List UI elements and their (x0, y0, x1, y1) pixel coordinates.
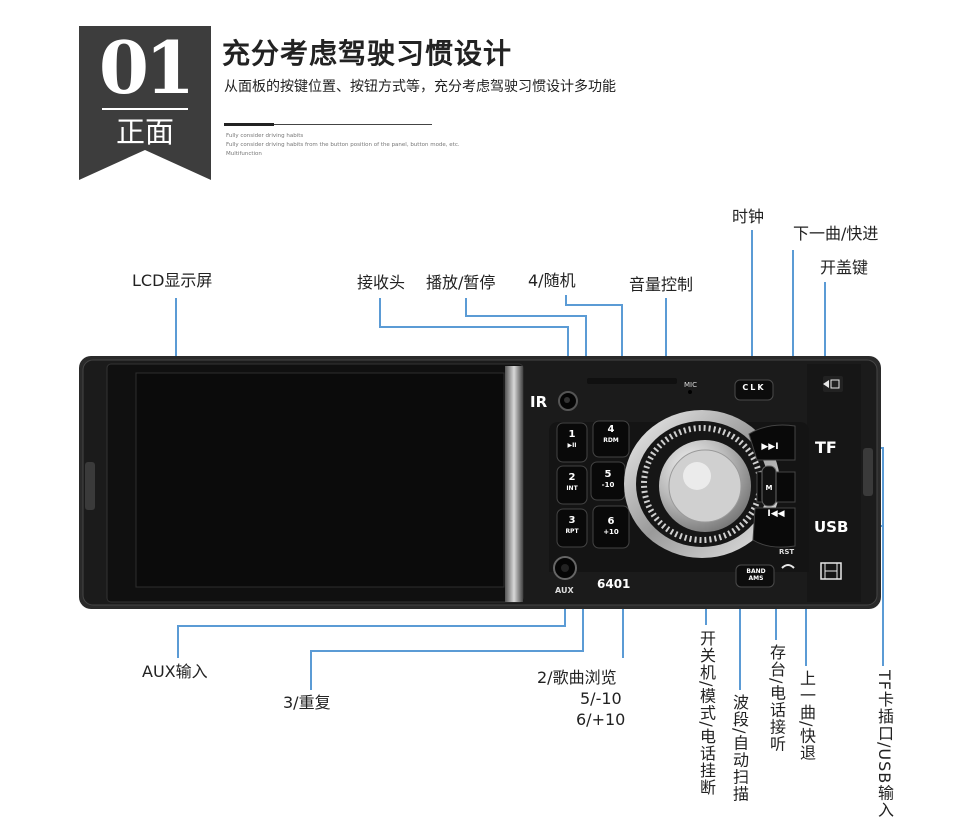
label-plus10: 6/+10 (576, 710, 626, 729)
label-power-mode: 开关机/模式/电话挂断 (697, 630, 716, 796)
tf-card-slot[interactable]: TF (815, 438, 837, 457)
page-title: 充分考虑驾驶习惯设计 (222, 37, 513, 70)
ir-label: IR (530, 393, 548, 411)
mic-label: MIC (684, 381, 697, 389)
button-6-sub: +10 (603, 528, 619, 536)
band-label: BAND (746, 568, 766, 575)
model-label: 6401 (597, 577, 631, 591)
label-repeat: 3/重复 (283, 693, 331, 712)
lcd-screen (136, 373, 504, 587)
title-divider (224, 124, 432, 125)
button-5-sub: -10 (601, 481, 615, 489)
section-number: 01 (98, 25, 195, 110)
title-divider-accent (224, 123, 274, 126)
button-3-number: 3 (568, 515, 576, 526)
button-2-number: 2 (568, 472, 576, 483)
label-ir-receiver: 接收头 (357, 273, 406, 292)
label-band: 波段/自动扫描 (730, 694, 749, 803)
button-4-random[interactable]: 4 RDM (593, 424, 629, 446)
usb-port[interactable]: USB (814, 518, 849, 536)
button-3-repeat[interactable]: 3 RPT (557, 515, 587, 537)
label-open-cover: 开盖键 (820, 258, 869, 277)
label-aux-input: AUX输入 (142, 662, 208, 681)
section-name: 正面 (115, 115, 174, 149)
label-prev: 上一曲/快退 (797, 670, 816, 762)
page-subtitle: 从面板的按键位置、按钮方式等，充分考虑驾驶习惯设计多功能 (224, 79, 616, 95)
button-5-minus10[interactable]: 5 -10 (591, 469, 625, 491)
button-3-sub: RPT (565, 528, 579, 535)
label-store: 存台/电话接听 (767, 644, 786, 753)
volume-knob[interactable] (651, 436, 747, 532)
badge-divider (102, 108, 188, 110)
button-4-sub: RDM (603, 437, 619, 444)
band-ams-button[interactable]: BAND AMS (737, 568, 775, 582)
next-track-button[interactable]: ▶▶I (761, 442, 779, 452)
english-line-2: Fully consider driving habits from the b… (226, 142, 460, 148)
button-4-number: 4 (607, 424, 615, 435)
label-play-pause: 播放/暂停 (426, 273, 496, 292)
clock-button[interactable]: CLK (742, 383, 766, 392)
play-pause-icon: ▶II (567, 442, 577, 449)
label-next: 下一曲/快进 (793, 224, 879, 243)
button-1-number: 1 (568, 429, 576, 440)
power-mode-button[interactable]: M (765, 484, 773, 492)
english-line-1: Fully consider driving habits (226, 133, 304, 139)
prev-track-button[interactable]: I◀◀ (767, 509, 785, 519)
aux-label: AUX (555, 586, 574, 595)
button-2-sub: INT (566, 485, 578, 492)
button-1-play-pause[interactable]: 1 ▶II (557, 429, 587, 451)
label-tf-usb: TF卡插口/USB输入 (875, 670, 894, 819)
label-minus10: 5/-10 (580, 689, 622, 708)
english-line-3: Multifunction (226, 151, 262, 157)
car-stereo-front-panel (79, 356, 881, 609)
label-clock: 时钟 (732, 207, 765, 226)
label-browse: 2/歌曲浏览 (537, 668, 617, 687)
label-lcd: LCD显示屏 (132, 271, 213, 290)
section-badge (79, 26, 211, 180)
label-volume: 音量控制 (629, 275, 694, 294)
rst-label: RST (779, 548, 795, 556)
button-6-plus10[interactable]: 6 +10 (593, 516, 629, 538)
ams-label: AMS (748, 575, 764, 582)
button-6-number: 6 (607, 516, 615, 527)
label-random: 4/随机 (528, 271, 576, 290)
button-5-number: 5 (604, 469, 612, 480)
button-2-intro[interactable]: 2 INT (557, 472, 587, 494)
